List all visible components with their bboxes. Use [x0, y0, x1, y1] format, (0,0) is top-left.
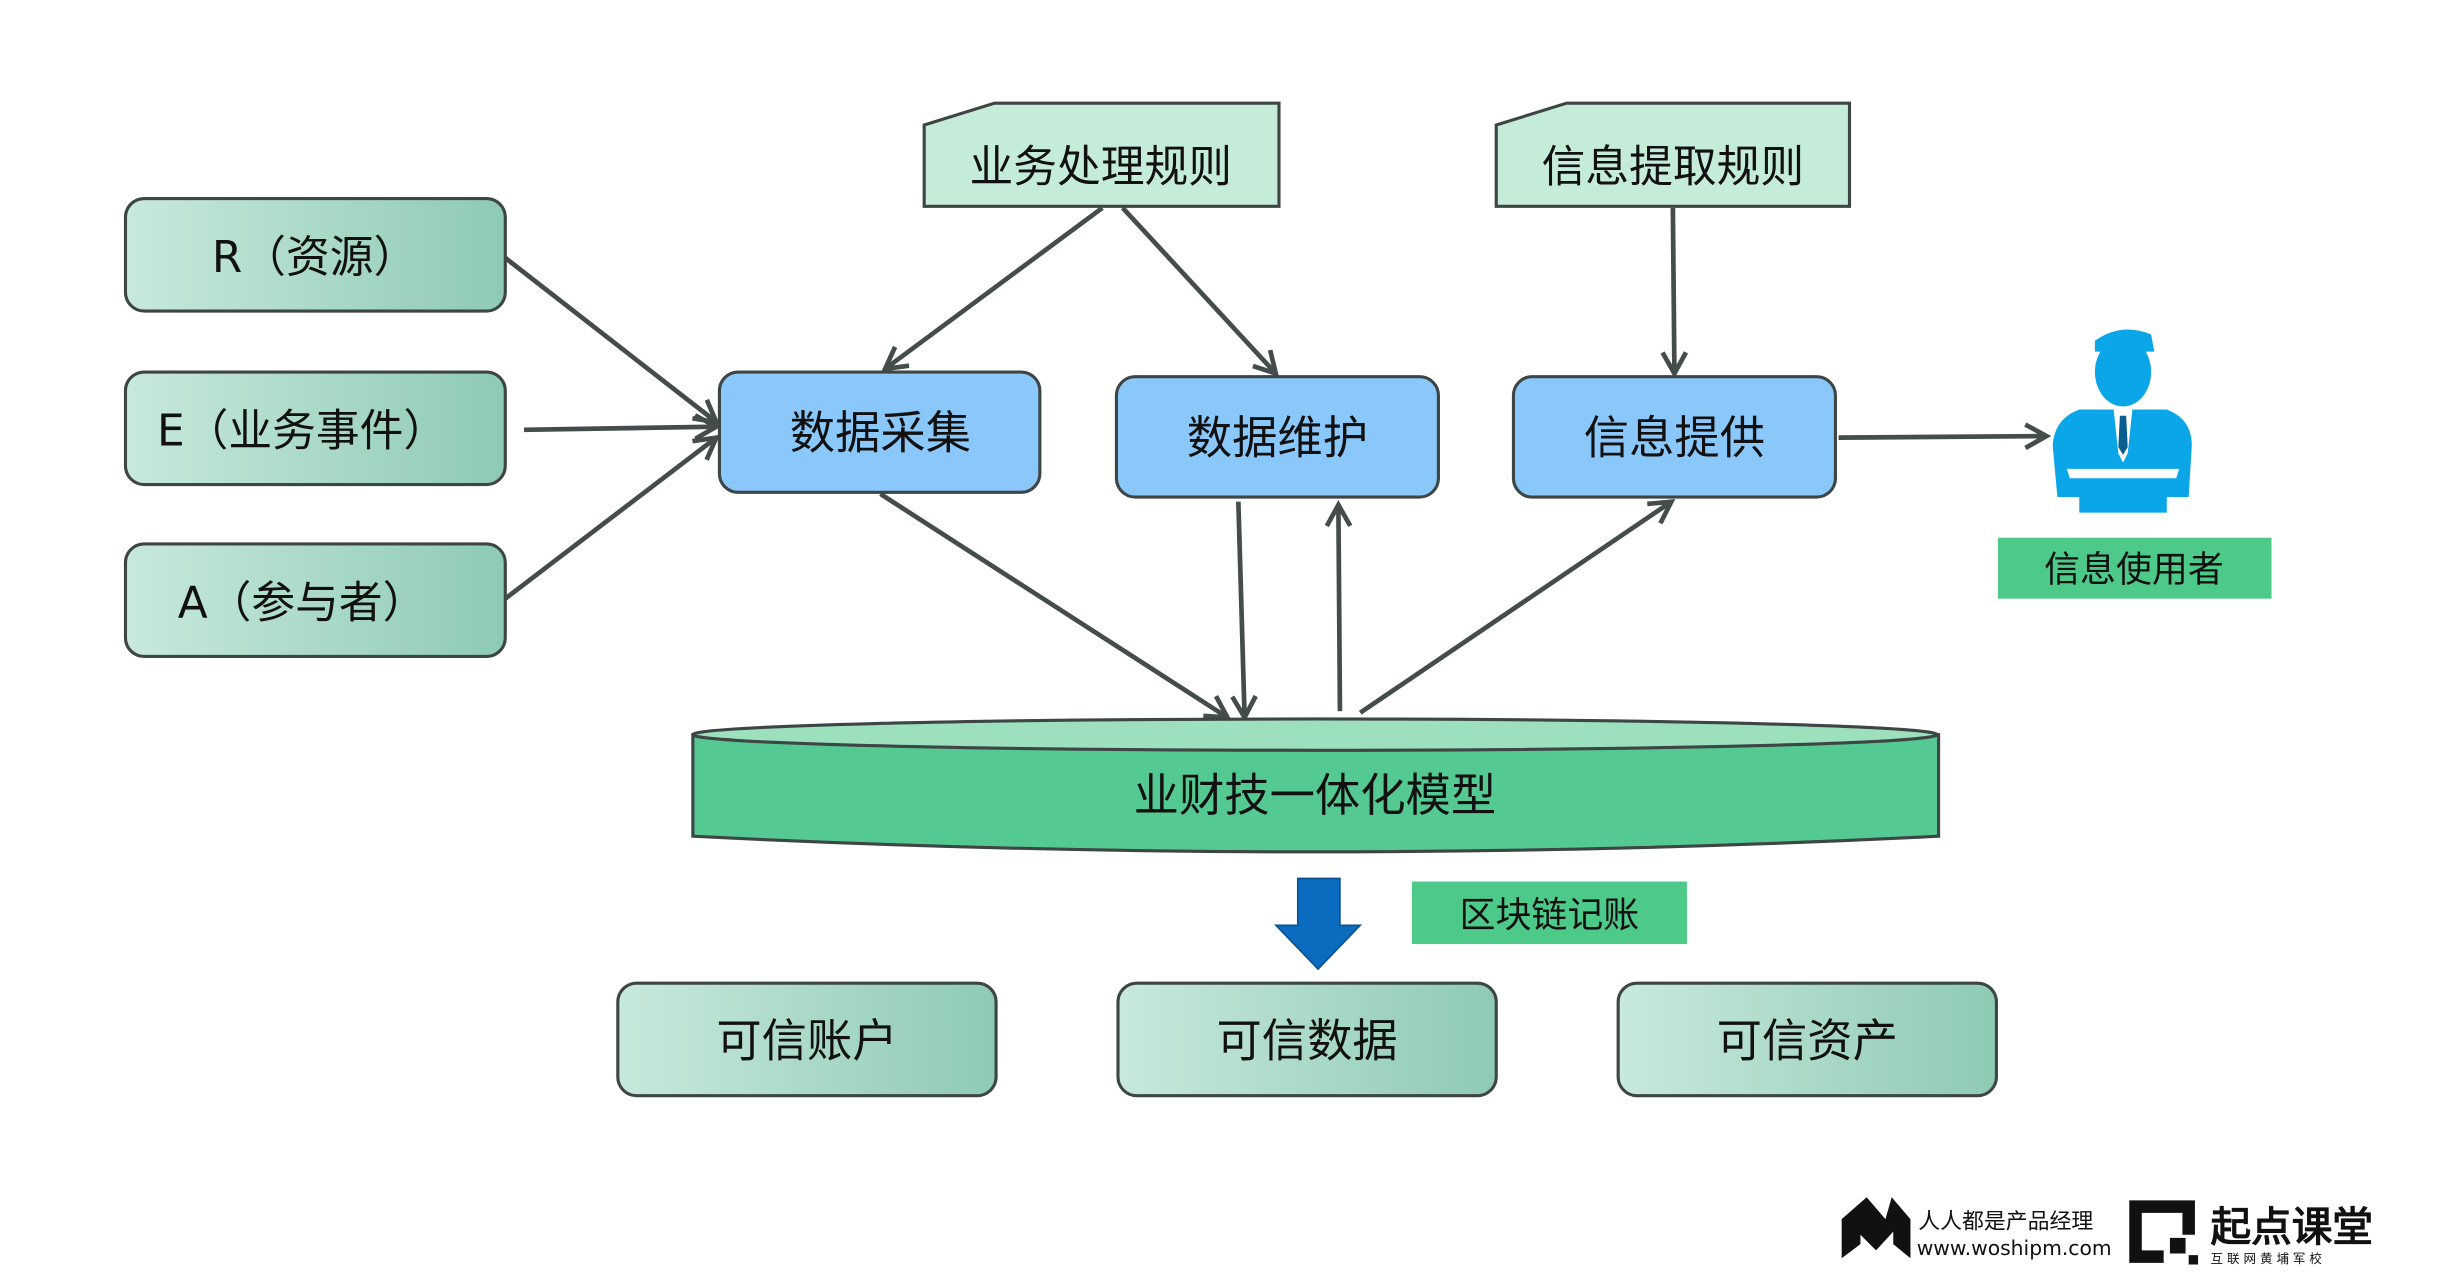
- arrow-provide-to-user: [1838, 436, 2047, 438]
- arrow-maintain-to-model: [1238, 501, 1244, 718]
- process-info-provision: 信息提供: [1511, 375, 1837, 499]
- rule-business-processing: 业务处理规则: [922, 101, 1281, 208]
- user-label-badge: 信息使用者: [1997, 537, 2272, 599]
- input-event-label: E（业务事件）: [157, 405, 447, 456]
- rule-info-extraction: 信息提取规则: [1494, 101, 1852, 208]
- process-data-collection-label: 数据采集: [790, 407, 971, 460]
- arrow-a-to-collect: [503, 438, 716, 601]
- rule-business-processing-label: 业务处理规则: [970, 141, 1233, 192]
- input-agent-label: A（参与者）: [178, 577, 427, 628]
- process-data-maintenance-label: 数据维护: [1187, 411, 1368, 464]
- process-info-provision-label: 信息提供: [1584, 411, 1765, 464]
- qidian-square-icon: [2129, 1200, 2199, 1265]
- down-arrow-icon: [1274, 877, 1363, 971]
- rule-info-extraction-label: 信息提取规则: [1542, 141, 1805, 192]
- connectors: [503, 205, 2047, 718]
- input-agent: A（参与者）: [123, 542, 507, 659]
- arrow-rule-to-collect: [885, 205, 1104, 369]
- arrow-r-to-collect: [503, 256, 716, 422]
- qidian-name: 起点课堂: [2211, 1203, 2374, 1251]
- woshipm-url: www.woshipm.com: [1917, 1236, 2112, 1260]
- output-trusted-data-label: 可信数据: [1216, 1015, 1397, 1068]
- output-trusted-asset: 可信资产: [1616, 981, 1998, 1098]
- model-cylinder: 业财技一体化模型: [691, 717, 1941, 854]
- process-data-maintenance: 数据维护: [1114, 375, 1440, 499]
- output-trusted-account: 可信账户: [616, 981, 998, 1098]
- model-label: 业财技一体化模型: [1134, 769, 1497, 822]
- woshipm-name: 人人都是产品经理: [1918, 1210, 2093, 1235]
- arrow-extract-to-provide: [1673, 207, 1675, 374]
- input-resource: R（资源）: [123, 196, 507, 313]
- input-resource-label: R（资源）: [212, 232, 417, 283]
- output-trusted-account-label: 可信账户: [716, 1015, 897, 1068]
- arrow-rule-to-maintain: [1120, 206, 1276, 374]
- businessman-icon: [2052, 329, 2192, 513]
- arrow-model-to-maintain: [1338, 505, 1340, 712]
- output-trusted-data: 可信数据: [1116, 981, 1498, 1098]
- blockchain-label-badge: 区块链记账: [1411, 881, 1687, 945]
- arrow-model-to-provide: [1358, 502, 1671, 715]
- qidian-logo: 起点课堂 互 联 网 黄 埔 军 校: [2129, 1200, 2373, 1266]
- process-data-collection: 数据采集: [717, 370, 1042, 494]
- qidian-tagline: 互 联 网 黄 埔 军 校: [2211, 1251, 2323, 1266]
- arrow-e-to-collect: [524, 427, 716, 430]
- blockchain-label: 区块链记账: [1460, 895, 1640, 936]
- woshipm-logo: 人人都是产品经理 www.woshipm.com: [1841, 1197, 2112, 1260]
- output-trusted-asset-label: 可信资产: [1717, 1015, 1898, 1068]
- arrow-collect-to-model: [879, 491, 1227, 718]
- input-event: E（业务事件）: [123, 370, 507, 487]
- woshipm-m-icon: [1841, 1197, 1911, 1259]
- user-label: 信息使用者: [2044, 549, 2224, 590]
